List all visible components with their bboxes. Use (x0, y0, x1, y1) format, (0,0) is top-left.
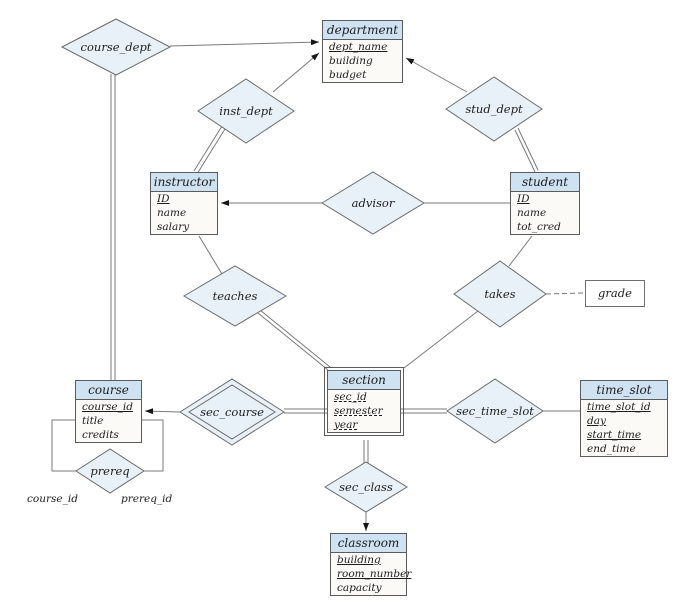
entity-section: section sec_id semester year (324, 367, 404, 436)
relationship-diamond-inst-dept (197, 78, 295, 144)
attribute-start-time: start_time (587, 429, 642, 441)
relationship-diamond-course-dept (60, 18, 172, 76)
edge-instructor-teaches (198, 235, 223, 275)
edge-student-takes (508, 235, 533, 267)
attribute-name: name (517, 207, 547, 219)
role-label-course-id: course_id (27, 493, 78, 505)
attribute-room-number: room_number (337, 568, 412, 580)
edge-course-prereq-left (51, 419, 76, 472)
attribute-credits: credits (82, 429, 119, 441)
attribute-time-slot-id: time_slot_id (587, 401, 651, 413)
entity-classroom: classroom building room_number capacity (330, 533, 412, 596)
entity-student: student ID name tot_cred (510, 172, 580, 235)
relationship-label-teaches: teaches (212, 289, 258, 303)
attribute-tot-cred: tot_cred (517, 221, 561, 233)
edge-takes-section (403, 310, 479, 369)
entity-title-student: student (511, 173, 579, 192)
entity-title-classroom: classroom (331, 534, 406, 553)
attribute-building: building (329, 55, 373, 67)
attribute-salary: salary (157, 221, 190, 233)
attribute-sec-id: sec_id (334, 391, 367, 403)
edge-inst-dept-department (272, 52, 320, 93)
edge-takes-grade (545, 292, 586, 295)
entity-course: course course_id title credits (75, 380, 142, 443)
attribute-year: year (334, 419, 358, 431)
attribute-name: name (157, 207, 187, 219)
attribute-end-time: end_time (587, 443, 636, 455)
attribute-capacity: capacity (337, 582, 382, 594)
relationship-label-sec-class: sec_class (339, 480, 393, 494)
relationship-label-course-dept: course_dept (80, 40, 152, 54)
entity-title-time-slot: time_slot (581, 381, 667, 400)
relationship-diamond-prereq (75, 448, 145, 494)
edge-teaches-section-a (259, 309, 331, 368)
relationship-diamond-sec-time-slot (446, 378, 544, 444)
attribute-id: ID (157, 193, 170, 205)
role-label-prereq-id: prereq_id (121, 493, 173, 505)
edge-course-prereq-right (142, 419, 164, 472)
edge-inst-dept-instructor-b (193, 125, 223, 172)
attribute-budget: budget (329, 69, 367, 81)
attribute-semester: semester (334, 405, 383, 417)
entity-title-department: department (323, 21, 402, 40)
entity-time-slot: time_slot time_slot_id day start_time en… (580, 380, 668, 457)
attribute-day: day (587, 415, 606, 427)
relationship-diamond-sec-class (324, 461, 408, 513)
entity-instructor: instructor ID name salary (150, 172, 218, 235)
relationship-label-stud-dept: stud_dept (465, 102, 523, 116)
entity-title-section: section (328, 371, 400, 390)
entity-department: department dept_name building budget (322, 20, 403, 83)
relationship-diamond-sec-course-inner (188, 384, 276, 440)
relationship-label-takes: takes (484, 287, 516, 301)
attribute-building: building (337, 554, 381, 566)
relationship-label-prereq: prereq (90, 464, 130, 478)
edge-course-dept-department (169, 39, 320, 47)
edge-stud-dept-department (405, 57, 468, 93)
relationship-diamond-advisor (321, 171, 425, 235)
relationship-diamond-stud-dept (445, 76, 543, 142)
entity-title-instructor: instructor (151, 173, 217, 192)
edge-teaches-section-b (257, 312, 329, 371)
edge-sec-course-course (144, 408, 181, 415)
relationship-diamond-teaches (183, 265, 287, 327)
edge-stud-dept-student-a (517, 127, 539, 171)
relationship-label-advisor: advisor (351, 196, 395, 210)
attribute-dept-name: dept_name (329, 41, 388, 53)
attribute-id: ID (517, 193, 530, 205)
attribute-course-id: course_id (82, 401, 133, 413)
entity-title-course: course (76, 381, 141, 400)
attribute-title: title (82, 415, 104, 427)
relationship-label-sec-time-slot: sec_time_slot (456, 404, 534, 418)
relationship-label-inst-dept: inst_dept (219, 104, 273, 118)
relationship-label-sec-course: sec_course (200, 405, 264, 419)
attribute-box-grade: grade (585, 280, 645, 307)
edge-stud-dept-student-b (514, 129, 536, 173)
relationship-diamond-takes (453, 260, 547, 328)
edge-inst-dept-instructor-a (196, 128, 226, 175)
